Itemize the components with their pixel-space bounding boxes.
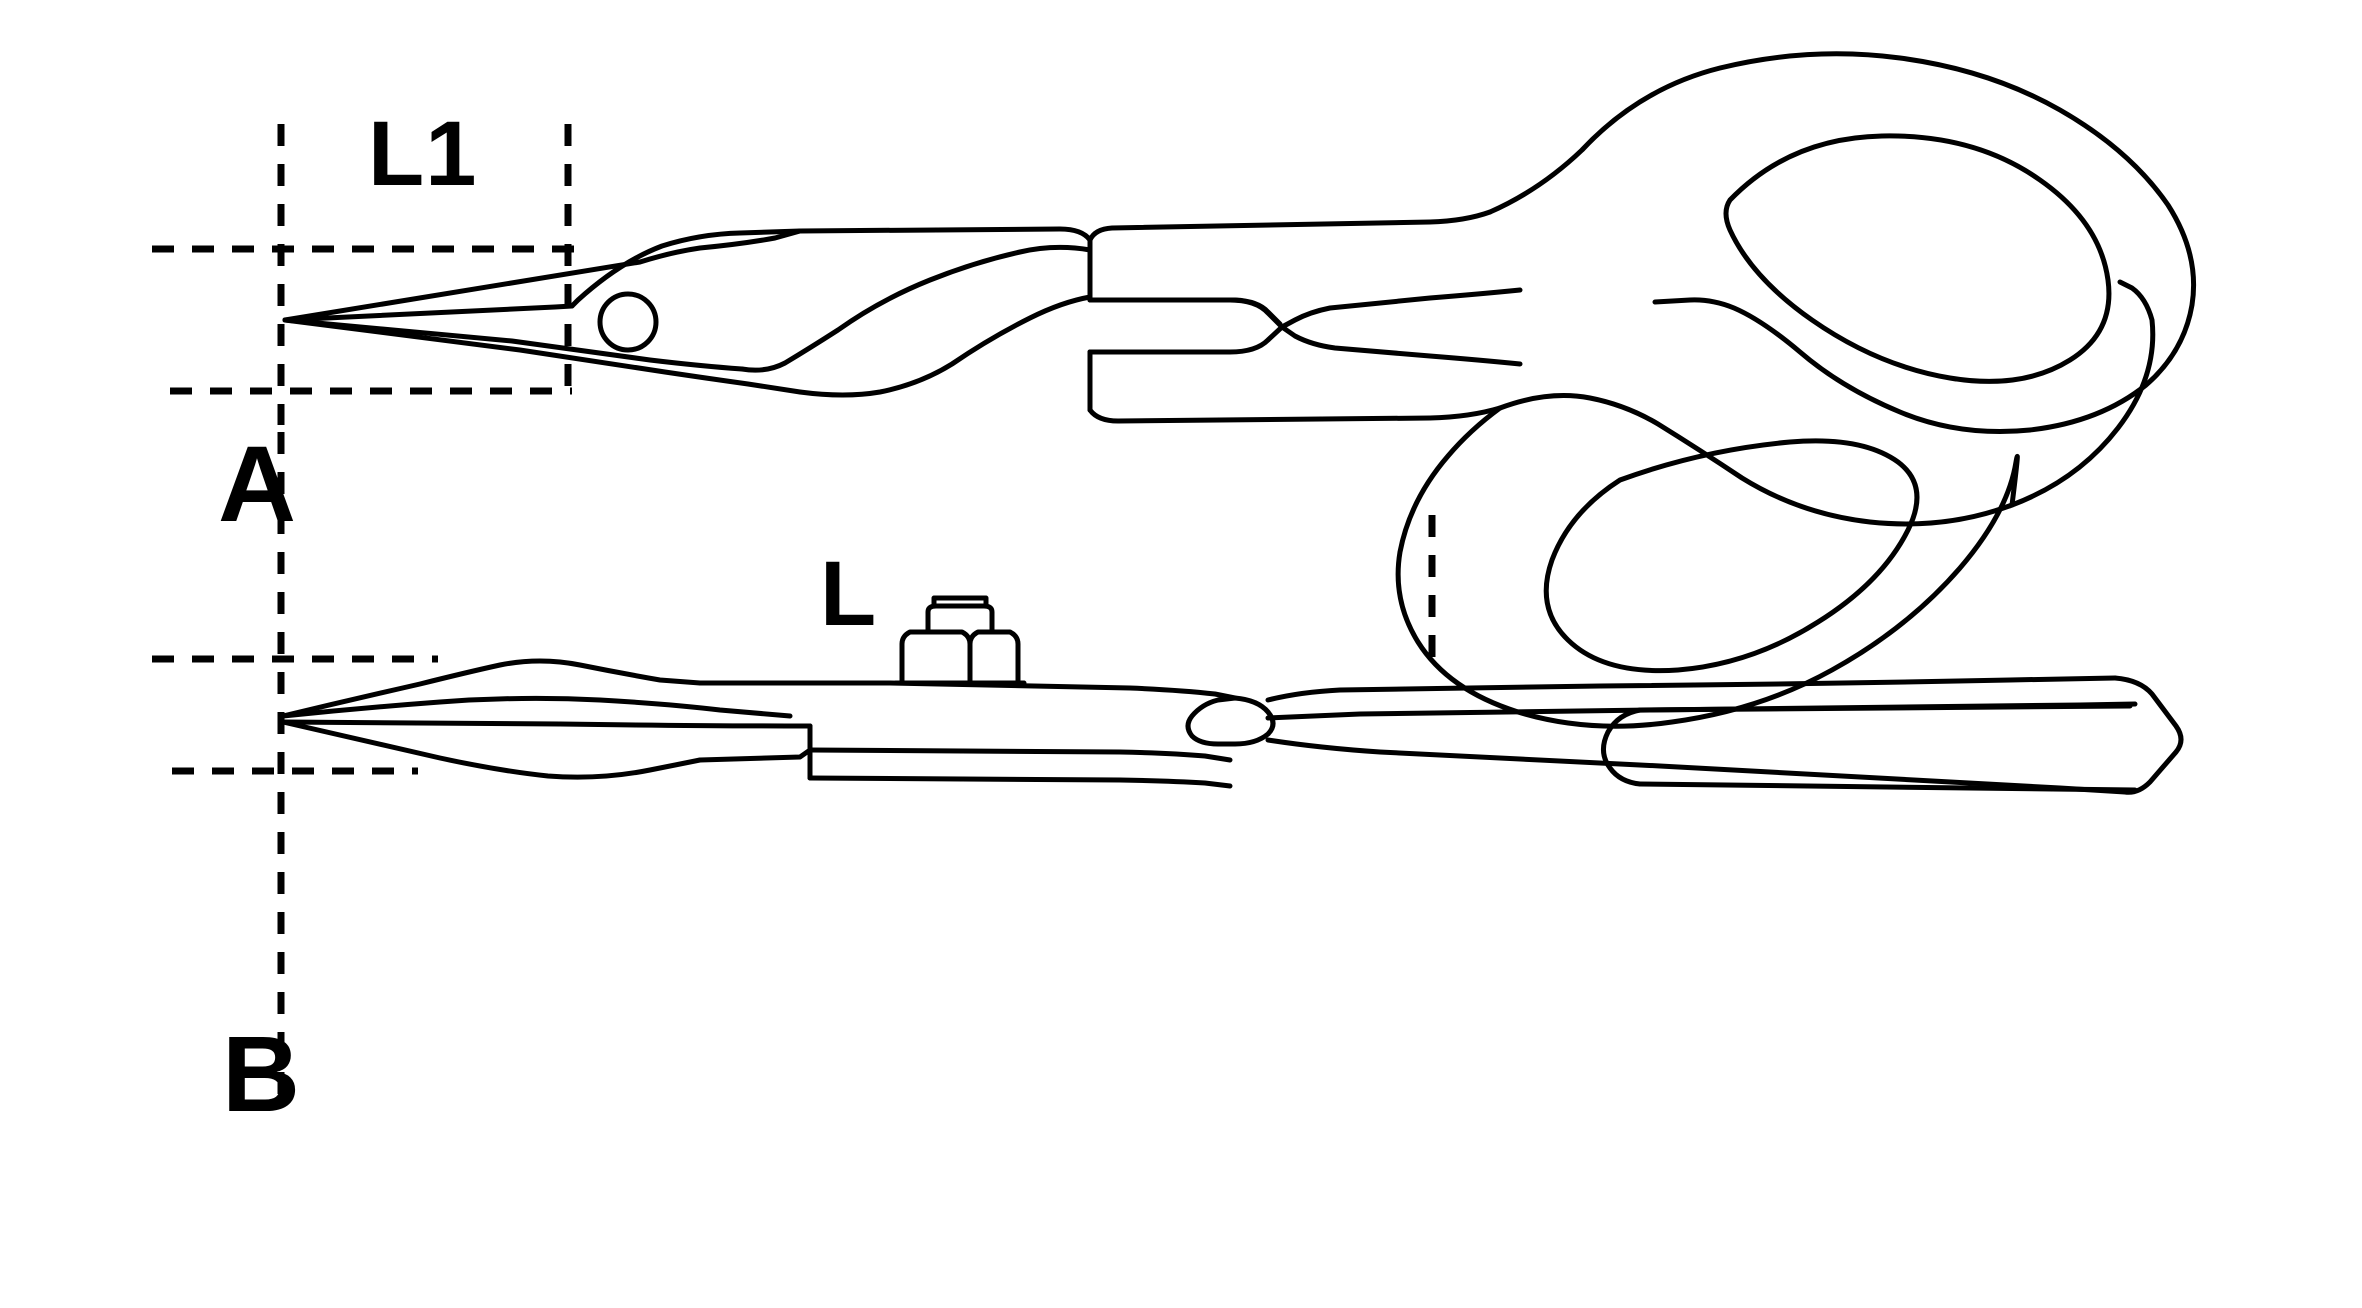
middle-shank-right-upper <box>1279 324 1523 367</box>
plan-lower-shank-bottom <box>807 775 1233 789</box>
plan-lower-shank-top <box>807 747 1233 763</box>
upper-jaw-top-edge <box>282 228 803 323</box>
head-cheek-contour <box>739 244 1093 373</box>
lower-jaw-bottom-edge <box>282 317 803 395</box>
upper-handle-shank-top <box>1087 209 1493 243</box>
plan-tip-upper-swell <box>280 658 703 719</box>
dimension-label-l: L <box>820 543 877 645</box>
plan-right-shank-top <box>1265 675 2118 703</box>
middle-shank-lower-edge <box>1087 324 1285 355</box>
upper-jaw-inner-edge <box>282 303 575 323</box>
bolt-head-cap <box>931 595 989 609</box>
plan-body-bottom-edge <box>697 723 813 763</box>
lower-handle-shank-bottom <box>1087 405 1503 424</box>
dimension-label-a: A <box>218 423 296 544</box>
plan-centre-line <box>280 719 813 729</box>
dimension-label-b: B <box>222 1013 300 1134</box>
middle-shank-upper-edge <box>1087 287 1523 330</box>
plan-tip-lower-swell <box>280 719 703 780</box>
plan-grip-inner-line-bottom <box>1637 781 2138 793</box>
lower-grip-loop-outer <box>1497 279 2156 527</box>
plan-body-top-edge <box>697 680 1238 701</box>
lower-grip-loop-inner <box>1543 438 1920 674</box>
plan-right-shank-bottom <box>1265 737 2128 795</box>
upper-jaw-step <box>569 228 803 309</box>
dimension-lines <box>152 124 1436 1110</box>
bolt-head-top <box>925 603 995 635</box>
pivot-rivet-circle <box>597 291 659 353</box>
plan-handle-end-cap <box>2112 675 2184 795</box>
upper-grip-loop-outer <box>1487 51 2197 434</box>
head-bottom-outline <box>797 294 1093 398</box>
plan-grip-inner-boundary <box>1601 707 1643 787</box>
plan-grip-inner-line <box>1637 703 2133 713</box>
upper-grip-loop-inner <box>1723 133 2112 384</box>
lower-jaw-inner-edge <box>282 317 745 372</box>
view-b-pliers-plan-outline <box>280 595 2184 795</box>
plan-pivot-boss <box>1185 695 1276 747</box>
dimension-label-l1: L1 <box>368 103 478 205</box>
lower-grip-loop-outer-2 <box>1395 405 2020 729</box>
plan-inner-upper-line <box>280 695 793 719</box>
view-a-pliers-side-outline <box>282 51 2197 729</box>
